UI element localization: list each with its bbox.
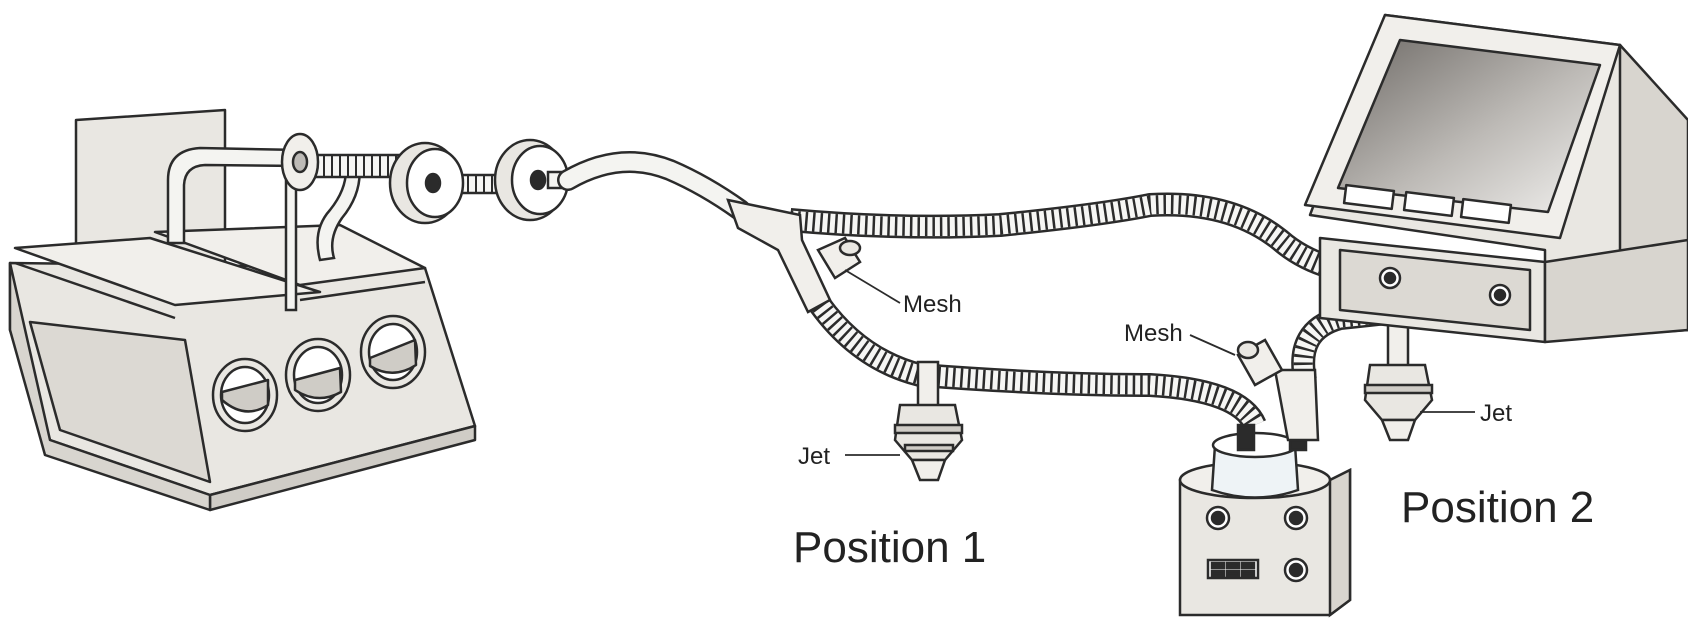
mesh-nebulizer-icon [818,238,860,278]
jet-label-position-2: Jet [1480,400,1512,428]
inline-filter-icon [282,134,570,223]
position-1-label: Position 1 [793,523,986,573]
t-piece [1275,370,1318,440]
jet-nebulizer-icon [1365,325,1432,440]
jet-label-position-1: Jet [798,443,830,471]
ventilator-monitor-icon [1305,15,1688,342]
mesh-label-position-2: Mesh [1124,320,1183,348]
heated-humidifier-icon [1180,425,1350,615]
mesh-label-position-1: Mesh [903,291,962,319]
position-2-label: Position 2 [1401,483,1594,533]
